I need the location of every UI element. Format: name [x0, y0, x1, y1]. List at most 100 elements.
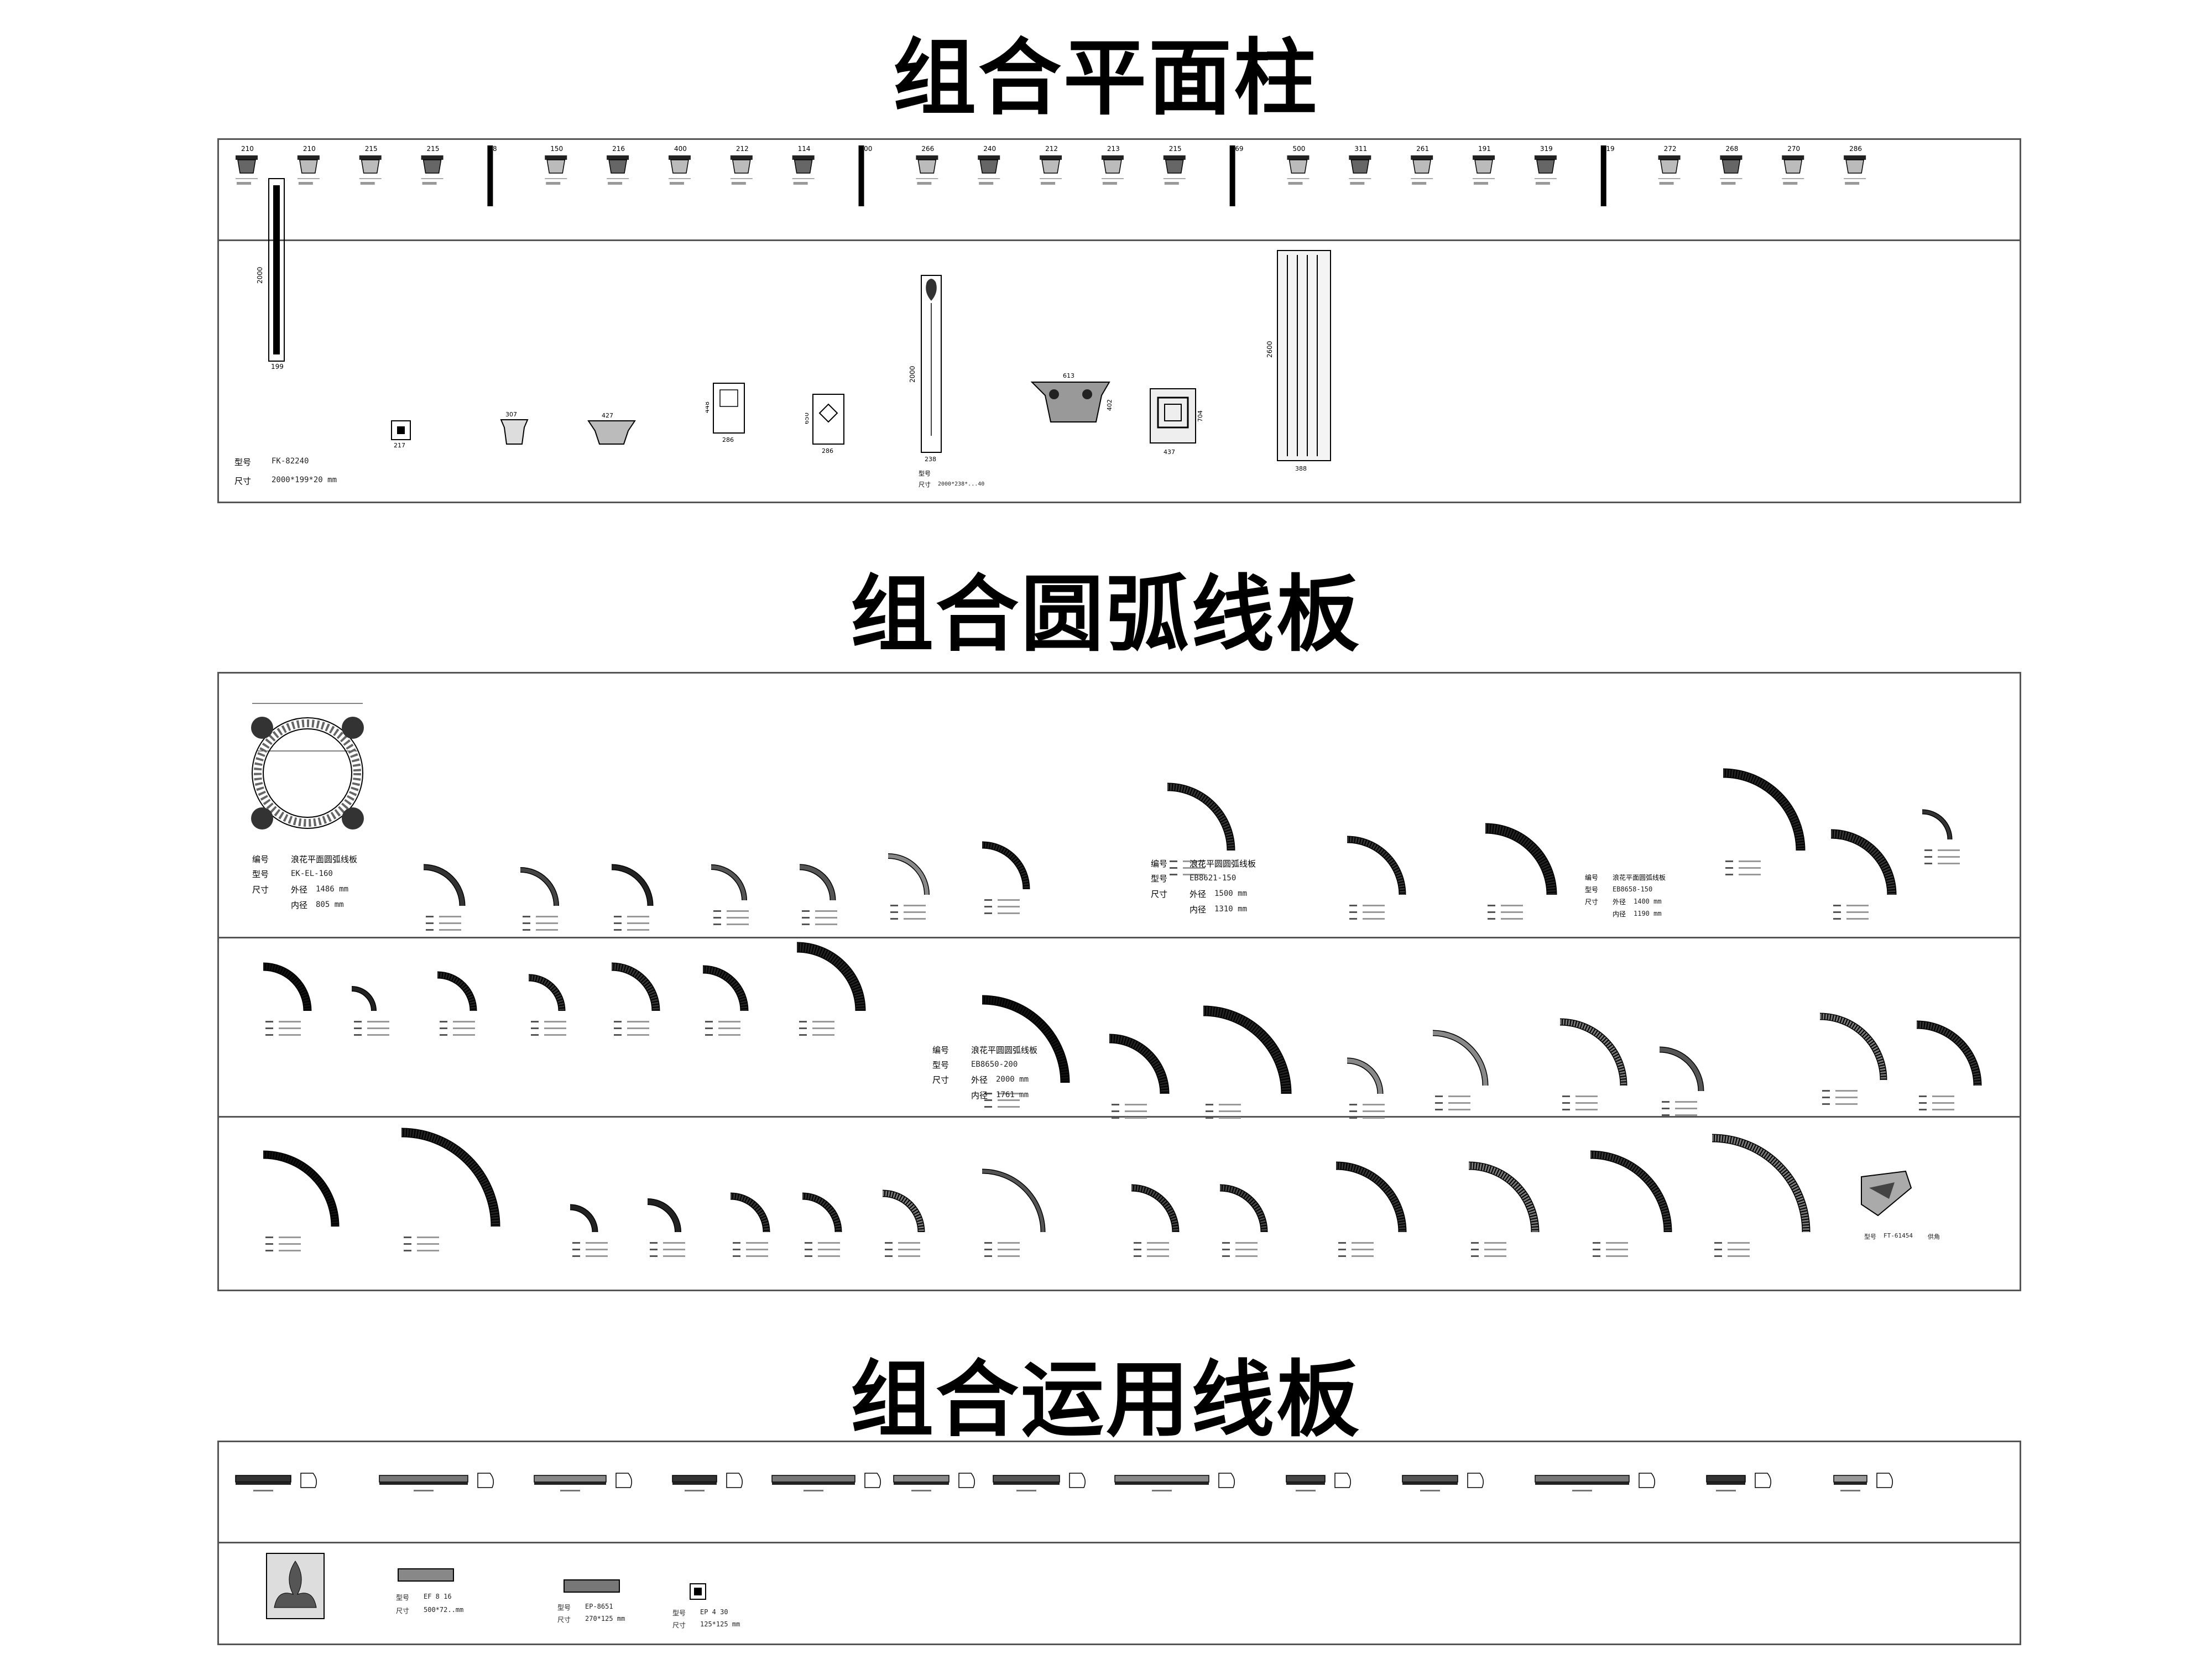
arc-band — [796, 943, 865, 1011]
arc-caption-value — [1835, 1090, 1858, 1092]
arc-caption-value — [1363, 918, 1385, 920]
arc-molding — [982, 1168, 1046, 1257]
arc-caption-value — [1448, 1095, 1470, 1097]
molding-lip — [1834, 1482, 1867, 1485]
arc-caption-value — [544, 1027, 566, 1029]
molding-caption — [253, 1490, 273, 1491]
molding-strip — [672, 1475, 717, 1483]
arc-band — [520, 868, 559, 906]
dim-427: 427 — [602, 412, 613, 419]
arc-caption-value — [1728, 1249, 1750, 1250]
molding-3-size-label: 尺寸 — [672, 1621, 686, 1629]
molding-profile — [771, 1473, 881, 1491]
capital-item: 212 — [1040, 145, 1062, 185]
arc-molding — [1590, 1150, 1672, 1257]
columns-row-divider — [219, 239, 2020, 241]
arc-caption-value — [1484, 1249, 1506, 1250]
arc-band — [611, 963, 659, 1011]
molding-profile — [893, 1473, 975, 1491]
capital-abacus — [297, 155, 320, 160]
arc-caption-value — [536, 916, 558, 917]
capital-bell — [1412, 159, 1432, 174]
arc-outline — [1468, 1161, 1540, 1233]
arc-caption-value — [1484, 1255, 1506, 1257]
arc-caption-key — [1919, 1095, 1927, 1097]
capital-abacus — [1163, 155, 1186, 160]
capital-bell — [1165, 159, 1184, 174]
arc-caption-key — [733, 1255, 740, 1257]
arc-band — [1659, 1047, 1703, 1092]
capital-caption-bar — [237, 182, 251, 185]
arc-caption-key — [265, 1034, 273, 1036]
arc-caption-key — [984, 906, 992, 907]
section-title-columns: 组合平面柱 — [893, 30, 1319, 127]
arc-caption-value — [1235, 1249, 1258, 1250]
arc-caption-key — [1112, 1117, 1119, 1119]
arc-caption-value — [1219, 1110, 1241, 1112]
ring-outer-label: 外径 — [291, 885, 308, 895]
arc-caption-key — [705, 1027, 713, 1029]
capital-dimension: 169 — [1231, 145, 1244, 153]
arc2000-outer-value: 2000 mm — [996, 1075, 1029, 1084]
arc-molding — [1830, 829, 1897, 920]
capital-caption-bar — [546, 182, 561, 185]
arc-caption-value — [1125, 1104, 1147, 1105]
molding-2-model-label: 型号 — [557, 1604, 571, 1611]
arc-molding — [888, 853, 930, 920]
arc-molding — [982, 995, 1070, 1108]
capital-abacus — [545, 155, 567, 160]
capital-dimension: 311 — [1354, 145, 1367, 153]
arcs-row-divider-1 — [219, 937, 2020, 938]
arc-caption-key — [1924, 863, 1932, 864]
arc-caption-key — [984, 1099, 992, 1101]
arc-caption-value — [1606, 1242, 1628, 1244]
capital-307-drawing: 307 — [500, 411, 529, 445]
arc-caption-value — [279, 1243, 301, 1245]
capital-bell — [1103, 159, 1122, 174]
arc-caption-key — [531, 1021, 539, 1022]
molding-2-size: 270*125 mm — [585, 1615, 625, 1623]
arc-caption-key — [1349, 1110, 1357, 1112]
capital-abacus — [1349, 155, 1371, 160]
arc-caption-value — [812, 1021, 834, 1022]
arc-caption-key — [650, 1242, 658, 1244]
arc-caption-key — [1222, 1242, 1230, 1244]
arc-caption-key — [1471, 1255, 1479, 1257]
capital-dimension: 240 — [983, 145, 996, 153]
capital-item: 210 — [236, 145, 258, 185]
molding-2-model: EP-8651 — [585, 1603, 613, 1610]
arc-caption-value — [367, 1034, 389, 1036]
capital-caption-bar — [1041, 182, 1056, 185]
molding-profile — [534, 1473, 632, 1491]
capital-dimension: 266 — [921, 145, 934, 153]
arc-caption-value — [1363, 1110, 1385, 1112]
arc-caption-key — [1714, 1255, 1722, 1257]
molding-section — [1069, 1473, 1086, 1488]
arc-molding — [611, 864, 654, 931]
arc-band — [882, 1191, 924, 1233]
arc-caption-key — [984, 1255, 992, 1257]
arc-molding — [1485, 823, 1557, 920]
arc-caption-value — [1235, 1242, 1258, 1244]
arc-caption-key — [614, 1027, 622, 1029]
arc-caption-key — [1112, 1110, 1119, 1112]
capital-dimension: 215 — [427, 145, 440, 153]
arc-caption-key — [1833, 918, 1841, 920]
arc-molding — [711, 864, 749, 925]
arc-caption-value — [1183, 874, 1205, 875]
molding-lip — [1535, 1482, 1629, 1485]
arc-caption-key — [1134, 1249, 1141, 1250]
arc-caption-key — [572, 1249, 580, 1250]
capital-abacus — [668, 155, 691, 160]
dim-286b: 286 — [822, 447, 833, 455]
arc-caption-value — [627, 922, 649, 924]
arc-caption-key — [265, 1021, 273, 1022]
arc-caption-key — [1562, 1095, 1570, 1097]
moldings-row-divider — [219, 1542, 2020, 1543]
arc-caption-key — [1919, 1102, 1927, 1104]
model-label-2: 型号 — [919, 470, 931, 477]
arc-caption-key — [1822, 1103, 1830, 1105]
arc-caption-value — [1835, 1097, 1858, 1098]
molding-3-size: 125*125 mm — [700, 1620, 740, 1628]
